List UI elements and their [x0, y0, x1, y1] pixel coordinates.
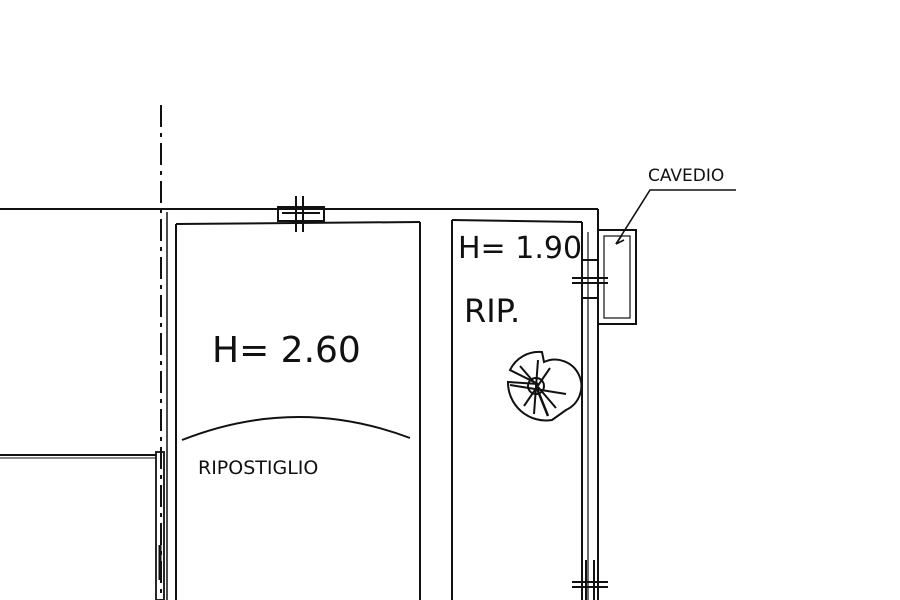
spiral-stair-symbol	[506, 350, 583, 422]
cavedio-shaft	[597, 229, 637, 325]
ceiling-arc	[181, 416, 411, 441]
top-wall	[0, 208, 599, 232]
left-adjacent-wall	[0, 451, 165, 600]
cavedio-label: CAVEDIO	[648, 166, 724, 186]
right-room-height-label: H= 1.90	[458, 231, 582, 266]
left-room-name-label: RIPOSTIGLIO	[198, 457, 318, 479]
left-room-height-label: H= 2.60	[212, 330, 361, 371]
right-wall-pipe-lower	[572, 560, 608, 600]
left-room-walls	[166, 212, 421, 600]
vent-marker	[277, 196, 325, 232]
right-room-name-label: RIP.	[464, 292, 520, 330]
cavedio-leader	[615, 189, 736, 245]
